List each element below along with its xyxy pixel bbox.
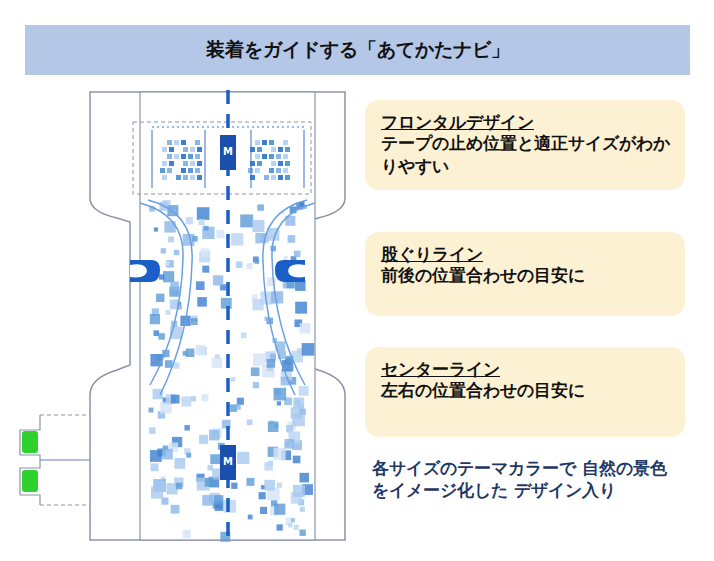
size-mark [220,445,236,480]
feature-heading: フロンタルデザイン [381,112,673,133]
callout-box: 股ぐりライン前後の位置合わせの目安に [365,232,685,316]
tape-guide-marks [152,127,304,188]
feature-heading: 股ぐりライン [381,244,673,265]
size-mark [220,135,236,170]
feature-text: テープの止め位置と適正サイズがわかりやすい [381,133,673,178]
title-band: 装着をガイドする「あてかたナビ」 [25,25,690,75]
feature-text: 前後の位置合わせの目安に [381,265,673,287]
diaper-outline [90,92,345,540]
size-letter: M [220,456,236,468]
title: 装着をガイドする「あてかたナビ」 [206,37,510,63]
scenery-pattern [149,140,315,542]
design-note: 各サイズのテーマカラーで 自然の景色をイメージ化した デザイン入り [372,458,672,503]
callout-box: センターライン左右の位置合わせの目安に [365,347,685,437]
frontal-design-area [133,122,311,194]
callout-box: フロンタルデザインテープの止め位置と適正サイズがわかりやすい [365,100,685,190]
size-letter: M [220,146,236,158]
feature-heading: センターライン [381,359,673,380]
feature-text: 左右の位置合わせの目安に [381,380,673,402]
crotch-notch [130,260,160,282]
crotch-notch [275,260,305,282]
